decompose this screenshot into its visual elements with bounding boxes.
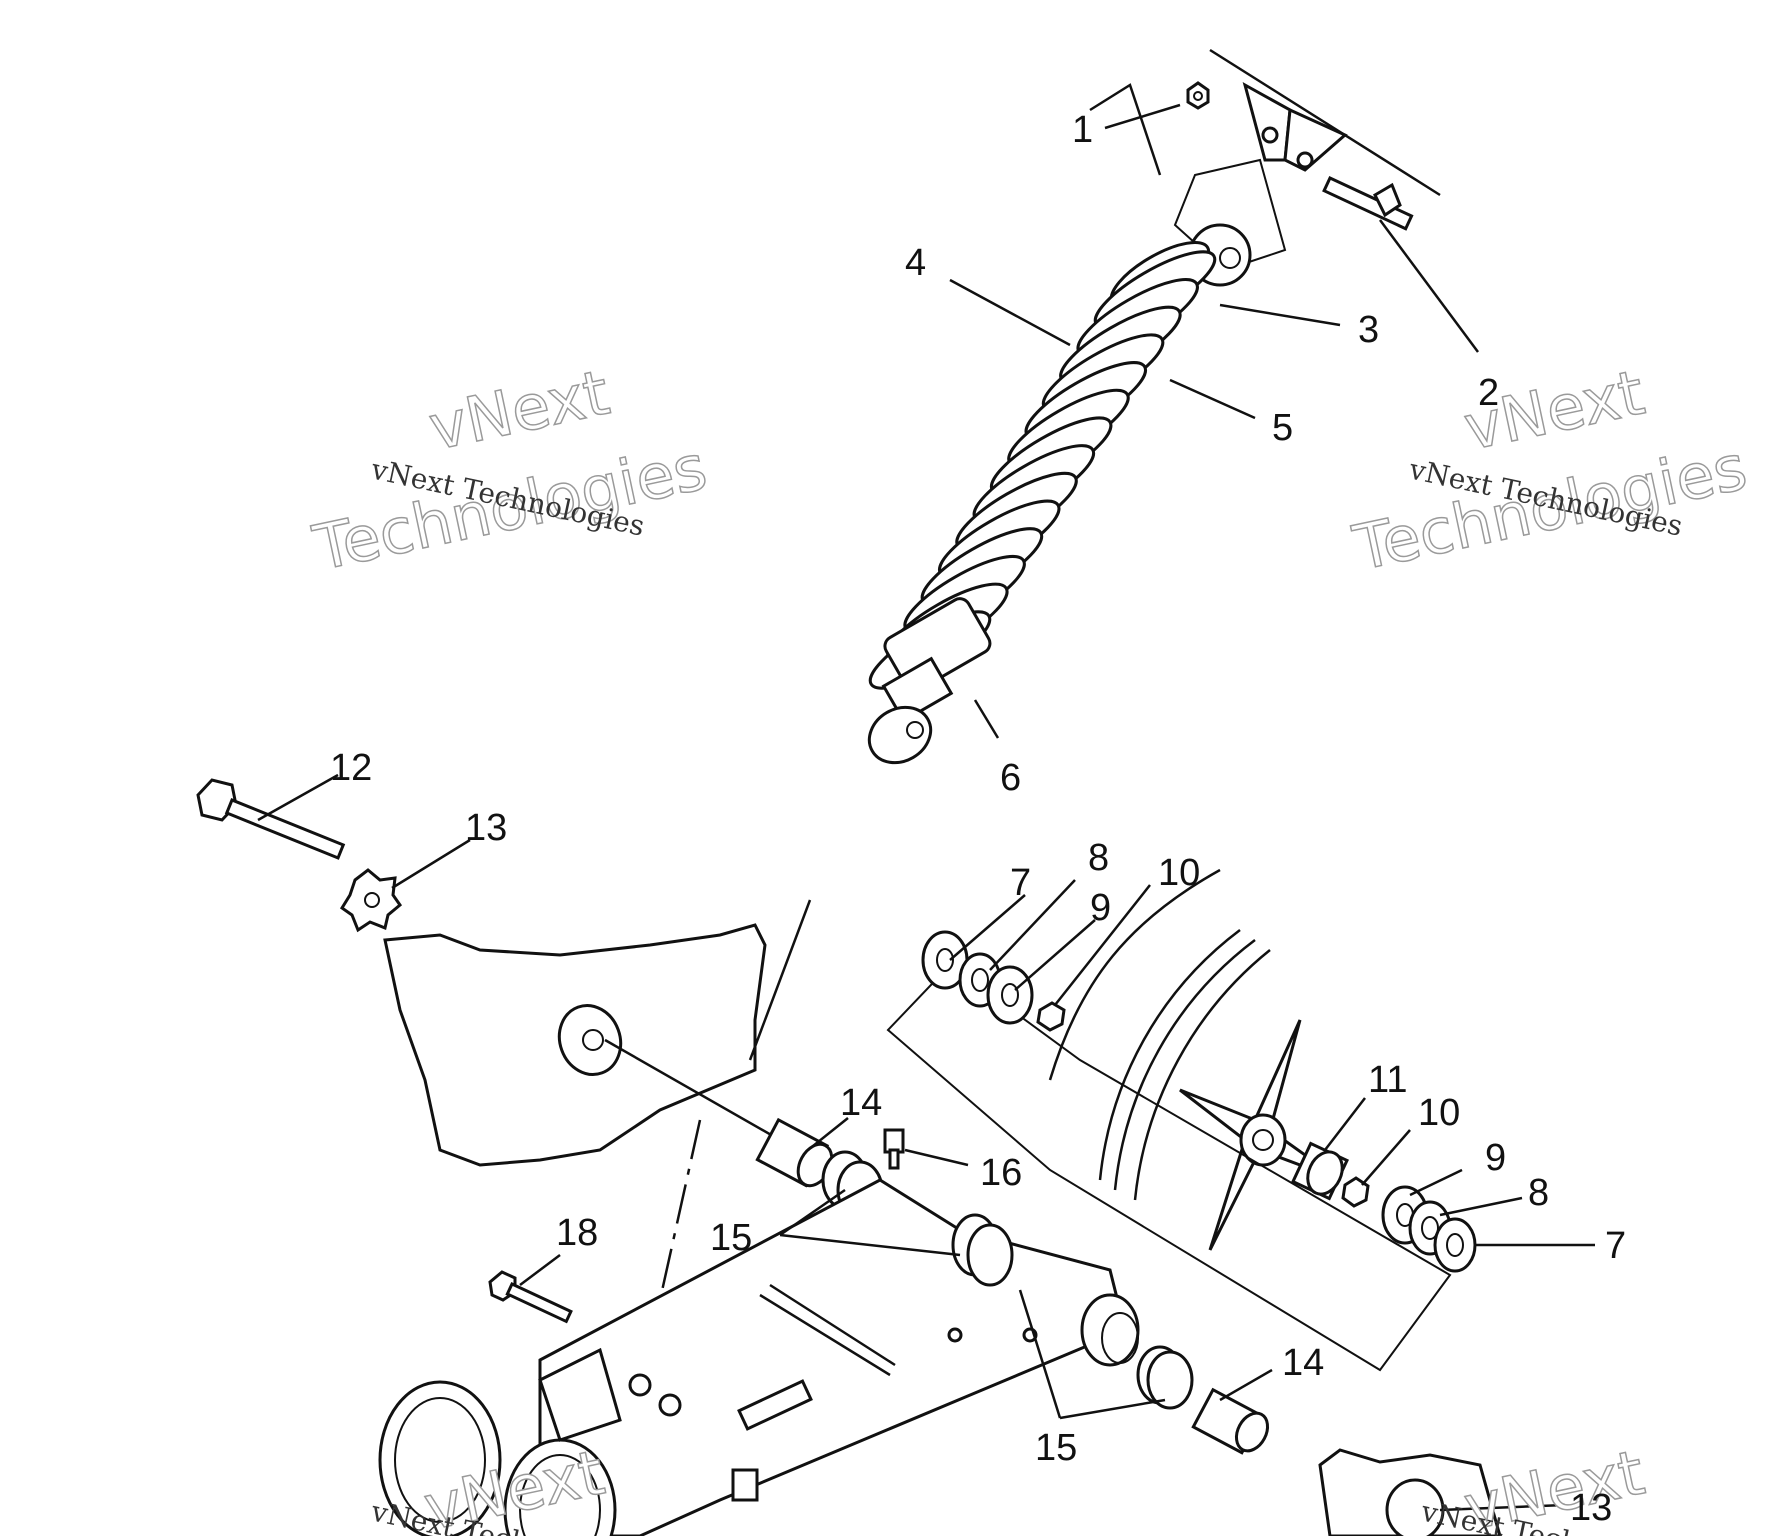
callout-4: 4 [905,242,926,284]
callout-13-top: 13 [465,807,507,849]
callout-7-left: 7 [1010,862,1031,904]
callout-10-left: 10 [1158,852,1200,894]
callout-9-left: 9 [1090,887,1111,929]
callout-18: 18 [556,1212,598,1254]
bushing-part-14-right [1191,1387,1270,1455]
star-nut-part-13 [339,868,403,933]
frame-bracket [1089,48,1441,197]
watermark-top-right: vNext Technologies vNext Technologies [1346,355,1753,586]
svg-text:vNext: vNext [423,356,615,465]
callout-11: 11 [1368,1059,1407,1101]
washer-part-7-right [1433,1217,1477,1273]
callout-2: 2 [1478,372,1499,414]
callout-10-right: 10 [1418,1092,1460,1134]
swing-arm [378,1178,1140,1536]
bolt-part-2 [1322,176,1414,231]
callout-9-right: 9 [1485,1137,1506,1179]
idler-wheel [1048,868,1341,1251]
shock-absorber [867,223,1252,765]
spacer-part-11 [1291,1141,1349,1201]
leader-lines [257,103,1595,1512]
bolt-part-18 [488,1270,573,1324]
callout-16: 16 [980,1152,1022,1194]
guard-plate-left [383,923,767,1167]
callout-1: 1 [1072,109,1093,151]
callout-6: 6 [1000,757,1021,799]
callout-15-left: 15 [710,1217,752,1259]
callout-labels: 1 2 3 4 5 6 7 8 9 10 11 12 13 14 15 16 1… [330,109,1626,1529]
callout-5: 5 [1272,407,1293,449]
bushing-part-15-right [1136,1345,1194,1410]
callout-14-right: 14 [1282,1342,1324,1384]
callout-15-right: 15 [1035,1427,1077,1469]
callout-8-left: 8 [1088,837,1109,879]
watermark-top-left: vNext Technologies vNext Technologies [306,355,713,586]
callout-3: 3 [1358,309,1379,351]
grease-fitting-16 [883,1128,905,1170]
callout-13-bottom: 13 [1570,1487,1612,1529]
washer-part-9-left [986,965,1034,1025]
callout-12: 12 [330,747,372,789]
nut-part-1 [1186,81,1210,110]
callout-14-left: 14 [840,1082,882,1124]
nut-part-10-left [1036,1001,1066,1032]
callout-7-right: 7 [1605,1225,1626,1267]
guard-plate-right [1318,1448,1502,1536]
callout-8-right: 8 [1528,1172,1549,1214]
bolt-part-12 [196,778,346,860]
nut-part-10-right [1341,1176,1370,1208]
